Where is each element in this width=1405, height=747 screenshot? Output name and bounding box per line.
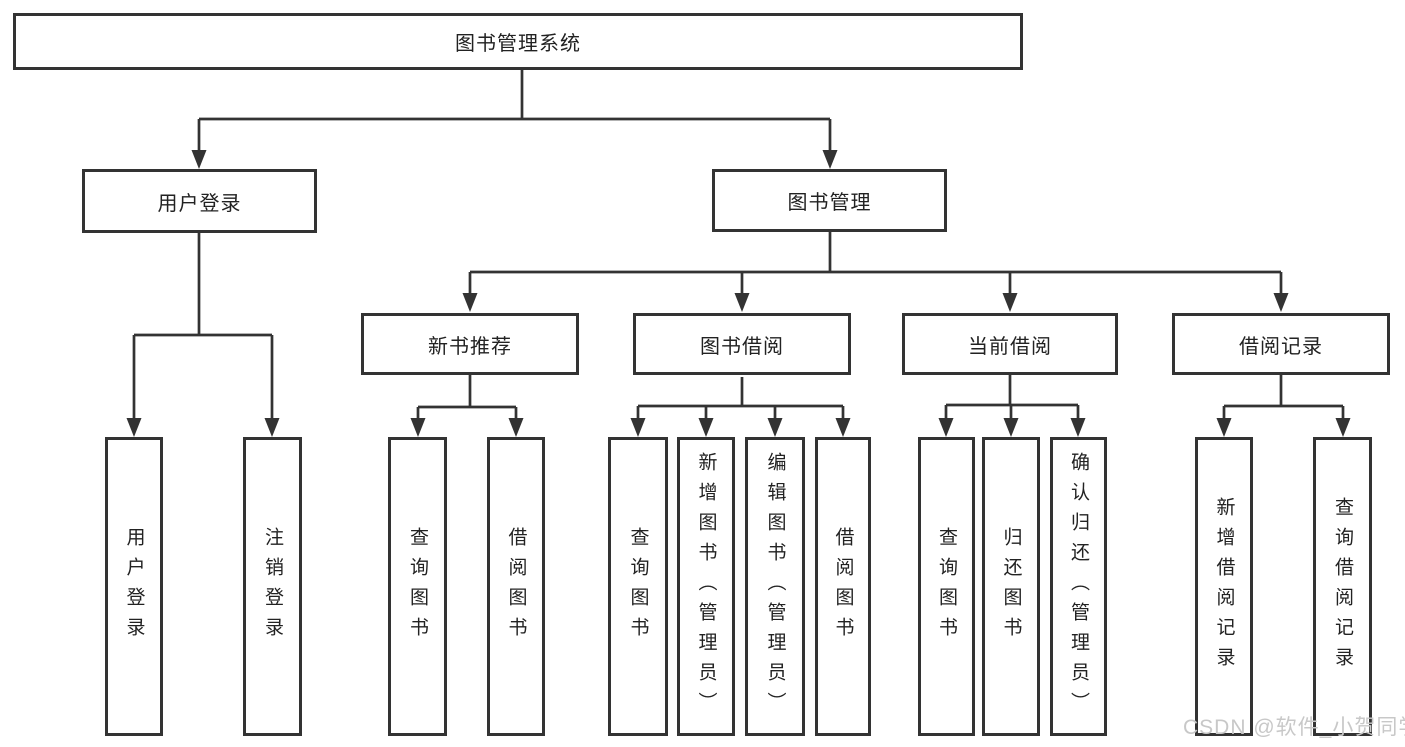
node-add-borrow-record: 新增借阅记录 xyxy=(1195,437,1253,736)
node-label: 借阅图书 xyxy=(832,526,854,647)
node-label: 查询借阅记录 xyxy=(1332,496,1353,677)
node-confirm-return-admin: 确认归还（管理员） xyxy=(1050,437,1107,736)
node-edit-book-admin: 编辑图书（管理员） xyxy=(745,437,805,736)
node-logout: 注销登录 xyxy=(243,437,302,736)
node-current-borrowing: 当前借阅 xyxy=(902,313,1118,375)
node-label: 归还图书 xyxy=(1000,526,1022,647)
node-book-borrowing: 图书借阅 xyxy=(633,313,851,375)
node-label: 新增借阅记录 xyxy=(1213,496,1235,677)
node-label: 查询图书 xyxy=(627,526,649,647)
node-add-book-admin: 新增图书（管理员） xyxy=(677,437,735,736)
node-book-management: 图书管理 xyxy=(712,169,947,232)
node-label: 查询图书 xyxy=(407,526,428,647)
node-query-borrow-record: 查询借阅记录 xyxy=(1313,437,1372,736)
node-label: 确认归还（管理员） xyxy=(1068,451,1089,722)
node-library-management-system: 图书管理系统 xyxy=(13,13,1023,70)
node-label: 当前借阅 xyxy=(968,335,1052,358)
node-label: 注销登录 xyxy=(262,526,283,647)
node-borrowing-records: 借阅记录 xyxy=(1172,313,1390,375)
node-borrow-books-2: 借阅图书 xyxy=(815,437,871,736)
node-borrow-books-1: 借阅图书 xyxy=(487,437,545,736)
node-label: 借阅记录 xyxy=(1239,335,1323,358)
arrowheads xyxy=(126,150,1351,437)
node-new-book-recommendation: 新书推荐 xyxy=(361,313,579,375)
node-label: 新书推荐 xyxy=(428,335,512,358)
node-label: 编辑图书（管理员） xyxy=(764,451,786,722)
node-query-books-2: 查询图书 xyxy=(608,437,668,736)
node-user-login: 用户登录 xyxy=(82,169,317,233)
node-label: 用户登录 xyxy=(157,192,242,215)
node-return-books: 归还图书 xyxy=(982,437,1040,736)
node-user-login-leaf: 用户登录 xyxy=(105,437,163,736)
node-query-books-1: 查询图书 xyxy=(388,437,447,736)
csdn-watermark: CSDN @软件_小贺同学 xyxy=(1183,716,1405,739)
node-label: 图书管理 xyxy=(787,192,872,214)
node-label: 新增图书（管理员） xyxy=(695,451,717,722)
node-label: 查询图书 xyxy=(936,526,957,647)
node-label: 用户登录 xyxy=(123,526,145,647)
node-query-books-3: 查询图书 xyxy=(918,437,975,736)
node-label: 借阅图书 xyxy=(505,526,527,647)
node-label: 图书管理系统 xyxy=(455,33,581,55)
node-label: 图书借阅 xyxy=(700,335,784,358)
